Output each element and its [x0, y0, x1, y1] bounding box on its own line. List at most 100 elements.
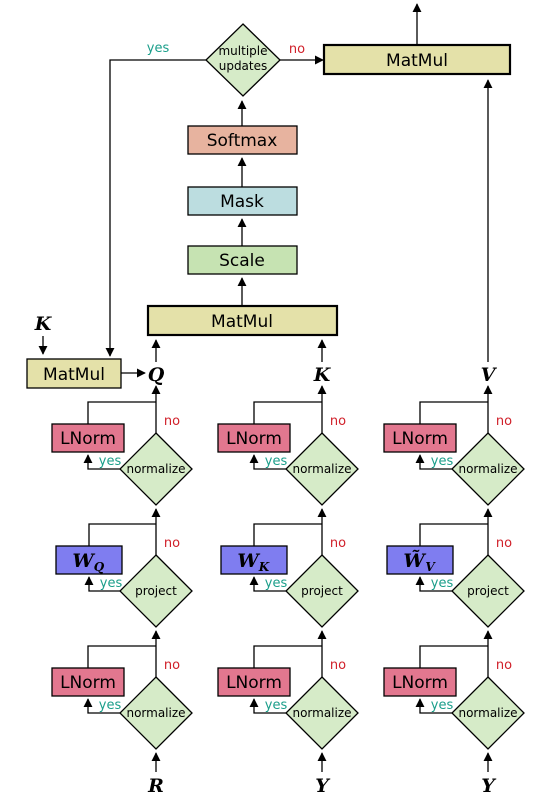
yes-path — [83, 698, 120, 714]
lnorm-box-label: LNorm — [60, 429, 116, 449]
weight-box-rect — [220, 545, 288, 575]
normalize-decision-shape — [285, 432, 359, 506]
lnorm-box-rect — [51, 667, 125, 697]
weight-symbol: W̃ — [403, 549, 426, 572]
weight-symbol: W — [237, 550, 260, 572]
matmul-mid-label: MatMul — [211, 312, 273, 332]
scale-label: Scale — [219, 251, 265, 271]
output-variable-label: Q — [148, 364, 165, 386]
bypass-return — [419, 401, 488, 424]
yes-path — [249, 698, 286, 714]
stage-normalize-3: normalize LNorm yes no — [217, 385, 359, 506]
stage-normalize-3: normalize LNorm yes no — [383, 385, 525, 506]
yes-label: yes — [265, 454, 288, 469]
bypass-return — [253, 401, 322, 424]
multiple-updates-decision: multiple updates — [205, 23, 281, 97]
weight-box-rect — [386, 545, 454, 575]
output-variable-label: V — [481, 364, 498, 386]
normalize-decision-label: normalize — [292, 706, 351, 720]
weight-subscript: K — [258, 560, 270, 574]
yes-path — [415, 698, 452, 714]
normalize-decision-shape — [285, 676, 359, 750]
project-decision-label: project — [301, 584, 343, 598]
bypass-return — [419, 645, 488, 668]
lnorm-box-rect — [217, 423, 291, 453]
normalize-decision-shape — [451, 676, 525, 750]
matmul-left-box: MatMul — [26, 358, 122, 389]
normalize-decision-label: normalize — [292, 462, 351, 476]
yes-label: yes — [431, 576, 454, 591]
yes-label: yes — [99, 698, 122, 713]
no-label: no — [164, 658, 180, 673]
no-label: no — [496, 414, 512, 429]
weight-subscript: V — [425, 560, 436, 574]
yes-path — [249, 576, 286, 592]
bypass-return — [419, 523, 488, 546]
multiple-updates-label-2: updates — [219, 59, 268, 73]
yes-label: yes — [99, 454, 122, 469]
normalize-decision-label: normalize — [126, 462, 185, 476]
input-variable-label: Y — [315, 775, 331, 797]
normalize-decision-label: normalize — [126, 706, 185, 720]
no-label: no — [330, 414, 346, 429]
project-decision-shape — [119, 554, 193, 628]
no-label: no — [496, 658, 512, 673]
softmax-label: Softmax — [207, 131, 278, 151]
project-decision-shape — [451, 554, 525, 628]
matmul-mid-box: MatMul — [146, 304, 339, 337]
bypass-return — [88, 523, 156, 546]
yes-label: yes — [265, 576, 288, 591]
yes-label: yes — [100, 576, 123, 591]
softmax-box: Softmax — [187, 125, 298, 155]
yes-path — [415, 576, 452, 592]
stage-normalize-1: normalize LNorm yes no — [217, 630, 359, 750]
matmul-top-box: MatMul — [322, 43, 512, 76]
no-label-top: no — [289, 42, 305, 57]
k-input-label: K — [34, 313, 53, 335]
yes-label: yes — [431, 454, 454, 469]
yes-path — [415, 454, 452, 470]
no-label: no — [330, 536, 346, 551]
bypass-return — [253, 645, 322, 668]
lnorm-box-label: LNorm — [392, 429, 448, 449]
normalize-decision-label: normalize — [458, 462, 517, 476]
yes-path — [83, 454, 120, 470]
output-variable-label: K — [313, 364, 332, 386]
lnorm-box-label: LNorm — [226, 429, 282, 449]
normalize-decision-shape — [119, 432, 193, 506]
bypass-return — [87, 645, 156, 668]
multiple-updates-label-1: multiple — [218, 44, 267, 58]
normalize-decision-shape — [119, 676, 193, 750]
no-label: no — [330, 658, 346, 673]
project-decision-label: project — [135, 584, 177, 598]
yes-path — [249, 454, 286, 470]
no-label: no — [164, 536, 180, 551]
project-decision-label: project — [467, 584, 509, 598]
mask-label: Mask — [220, 192, 264, 212]
lnorm-box-label: LNorm — [392, 673, 448, 693]
mask-box: Mask — [187, 186, 298, 216]
input-variable-label: R — [147, 775, 164, 797]
normalize-decision-label: normalize — [458, 706, 517, 720]
bypass-return — [253, 523, 322, 546]
normalize-decision-shape — [451, 432, 525, 506]
matmul-left-label: MatMul — [43, 365, 105, 385]
yes-label-top: yes — [147, 41, 170, 56]
project-decision-shape — [285, 554, 359, 628]
lnorm-box-rect — [383, 667, 457, 697]
matmul-top-label: MatMul — [386, 51, 448, 71]
weight-symbol: W — [72, 550, 95, 572]
yes-label: yes — [265, 698, 288, 713]
yes-path-connector — [105, 59, 206, 357]
weight-subscript: Q — [94, 560, 105, 574]
lnorm-box-label: LNorm — [226, 673, 282, 693]
